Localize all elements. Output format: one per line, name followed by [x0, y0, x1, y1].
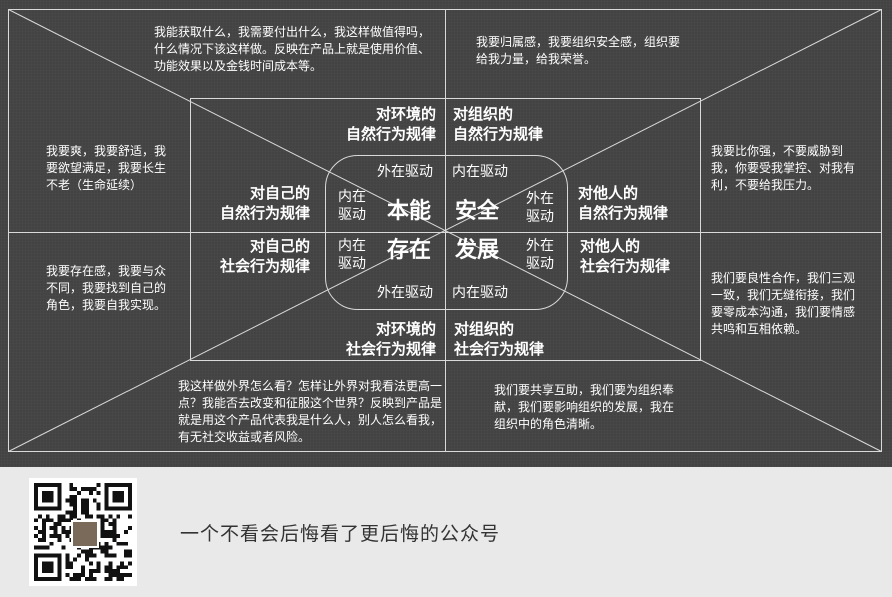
- note-top-left: 我能获取什么，我需要付出什么，我这样做值得吗，什么情况下该这样做。反映在产品上就…: [154, 24, 430, 75]
- note-right-upper: 我要比你强，不要威胁到我，你要受我掌控、对我有利，不要给我压力。: [711, 143, 863, 194]
- driver-left-lower-internal: 内在驱动: [334, 237, 370, 273]
- law-env-social: 对环境的社会行为规律: [324, 319, 436, 359]
- driver-bottom-external: 外在驱动: [377, 284, 433, 302]
- law-others-social: 对他人的社会行为规律: [580, 236, 700, 276]
- driver-top-internal: 内在驱动: [452, 163, 508, 181]
- law-self-natural: 对自己的自然行为规律: [196, 183, 310, 223]
- note-bottom-right: 我们要共享互助，我们要为组织奉献，我们要影响组织的发展，我在组织中的角色清晰。: [494, 382, 676, 433]
- law-org-natural: 对组织的自然行为规律: [453, 104, 583, 144]
- driver-bottom-internal: 内在驱动: [452, 284, 508, 302]
- note-bottom-left: 我这样做外界怎么看？怎样让外界对我看法更高一点？我能否去改变和征服这个世界？反映…: [178, 378, 446, 446]
- qr-code-icon: [29, 478, 137, 586]
- driver-right-upper-external: 外在驱动: [522, 190, 558, 226]
- law-others-natural: 对他人的自然行为规律: [578, 183, 698, 223]
- driver-left-upper-internal: 内在驱动: [334, 188, 370, 224]
- footer-slogan: 一个不看会后悔看了更后悔的公众号: [180, 519, 500, 546]
- law-env-natural: 对环境的自然行为规律: [324, 104, 436, 144]
- note-left-lower: 我要存在感，我要与众不同，我要找到自己的角色，我要自我实现。: [46, 263, 176, 314]
- core-safety: 安全: [455, 199, 499, 225]
- driver-top-external: 外在驱动: [377, 163, 433, 181]
- diagram-lines: [0, 0, 892, 467]
- driver-right-lower-external: 外在驱动: [522, 237, 558, 273]
- core-instinct: 本能: [387, 199, 431, 225]
- note-right-lower: 我们要良性合作，我们三观一致，我们无缝衔接，我们要零成本沟通，我们要情感共鸣和互…: [711, 270, 863, 338]
- footer: 一个不看会后悔看了更后悔的公众号: [0, 467, 892, 597]
- note-top-right: 我要归属感，我要组织安全感，组织要给我力量，给我荣誉。: [476, 34, 682, 68]
- law-self-social: 对自己的社会行为规律: [196, 236, 310, 276]
- law-org-social: 对组织的社会行为规律: [454, 319, 584, 359]
- core-existence: 存在: [387, 238, 431, 264]
- behavior-diagram: 我能获取什么，我需要付出什么，我这样做值得吗，什么情况下该这样做。反映在产品上就…: [0, 0, 892, 467]
- note-left-upper: 我要爽，我要舒适，我要欲望满足，我要长生不老（生命延续）: [46, 143, 176, 194]
- avatar: [71, 520, 99, 548]
- core-development: 发展: [455, 238, 499, 264]
